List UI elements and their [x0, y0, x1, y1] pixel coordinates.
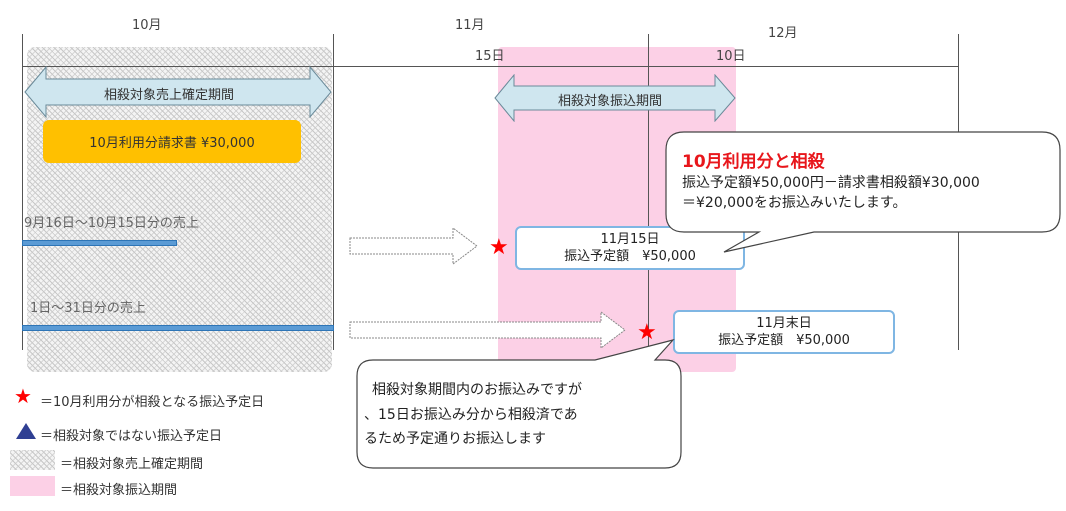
- callout2-line1: 相殺対象期間内のお振込みですが: [372, 382, 582, 398]
- sales-row1-bar: [22, 240, 177, 246]
- month-boundary-nov: [333, 34, 334, 350]
- callout2-line2: 、15日お振込み分から相殺済であ: [364, 407, 578, 423]
- invoice-label: 10月利用分請求書 ¥30,000: [89, 136, 255, 151]
- star-icon: ★: [489, 235, 509, 260]
- callout1-line2: ＝¥20,000をお振込みいたします。: [682, 195, 907, 211]
- payment-amount-nov15: 振込予定額 ¥50,000: [564, 249, 696, 264]
- month-label-dec: 12月: [768, 26, 798, 41]
- invoice-box: 10月利用分請求書 ¥30,000: [43, 120, 301, 163]
- payment-date-nov15: 11月15日: [600, 232, 660, 247]
- sales-row2-label: 1日～31日分の売上: [30, 301, 146, 316]
- callout2-line3: るため予定通りお振込します: [364, 431, 546, 447]
- callout2-bubble: [356, 338, 682, 469]
- callout1-bubble: [665, 131, 1061, 253]
- month-boundary-oct-start: [22, 34, 23, 350]
- legend-star-icon: ★: [14, 384, 32, 408]
- payment-box-novend: 11月末日 振込予定額 ¥50,000: [673, 310, 895, 354]
- confirm-period-arrow: [24, 66, 332, 118]
- day-label-15: 15日: [475, 49, 505, 64]
- legend-hatch-label: ＝相殺対象売上確定期間: [60, 457, 204, 472]
- star-icon: ★: [637, 320, 657, 345]
- sales-row2-arrow: [349, 311, 626, 349]
- legend-star-label: ＝10月利用分が相殺となる振込予定日: [40, 395, 265, 410]
- month-label-nov: 11月: [455, 18, 485, 33]
- legend-hatch-swatch: [10, 450, 55, 470]
- callout1-line1: 振込予定額¥50,000円－請求書相殺額¥30,000: [682, 175, 980, 191]
- month-label-oct: 10月: [132, 18, 162, 33]
- day-label-10: 10日: [716, 49, 746, 64]
- transfer-period-label: 相殺対象振込期間: [558, 94, 663, 109]
- payment-amount-novend: 振込予定額 ¥50,000: [718, 333, 850, 348]
- payment-date-novend: 11月末日: [756, 316, 812, 331]
- confirm-period-label: 相殺対象売上確定期間: [104, 88, 235, 103]
- legend-triangle-icon: [16, 423, 36, 439]
- sales-row1-arrow: [349, 227, 478, 265]
- sales-row1-label: 9月16日～10月15日分の売上: [24, 216, 199, 231]
- timeline-axis: [22, 66, 959, 67]
- legend-pink-swatch: [10, 476, 55, 496]
- legend-triangle-label: ＝相殺対象ではない振込予定日: [40, 429, 223, 444]
- legend-pink-label: ＝相殺対象振込期間: [60, 483, 178, 498]
- month-boundary-dec: [648, 34, 649, 350]
- transfer-period-arrow: [494, 74, 736, 122]
- callout1-title: 10月利用分と相殺: [682, 152, 825, 172]
- sales-row2-bar: [22, 325, 334, 331]
